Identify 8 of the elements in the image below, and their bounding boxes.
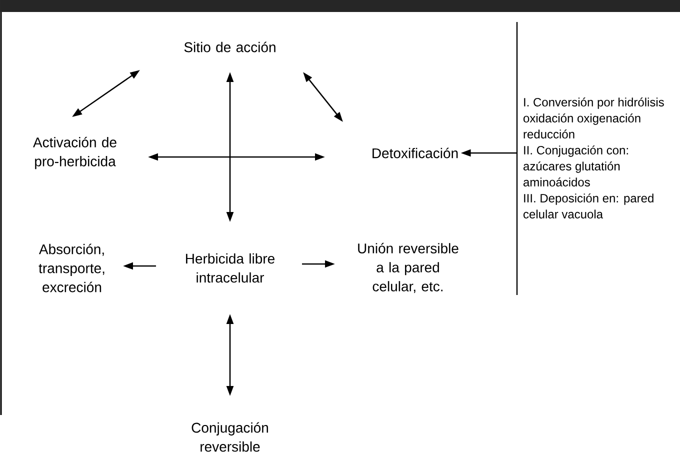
node-label: Herbicida libre intracelular [186, 253, 274, 283]
node-label: Detoxificación [372, 148, 458, 158]
node-label: Unión reversible a la pared celular, etc. [358, 242, 458, 294]
node-label: Conjugación reversible [192, 422, 268, 452]
node-label: Absorción, transporte, excreción [38, 244, 104, 292]
bracket-list: I. Conversión por hidrólisis oxidación oxigenación reducción II. Conjugación con: azúcares glutatión aminoácidos III. Deposición en: pared celular vacuola [516, 22, 664, 295]
node-label: Sitio de acción [184, 42, 276, 52]
node-label: Activación de pro-herbicida [33, 136, 116, 170]
